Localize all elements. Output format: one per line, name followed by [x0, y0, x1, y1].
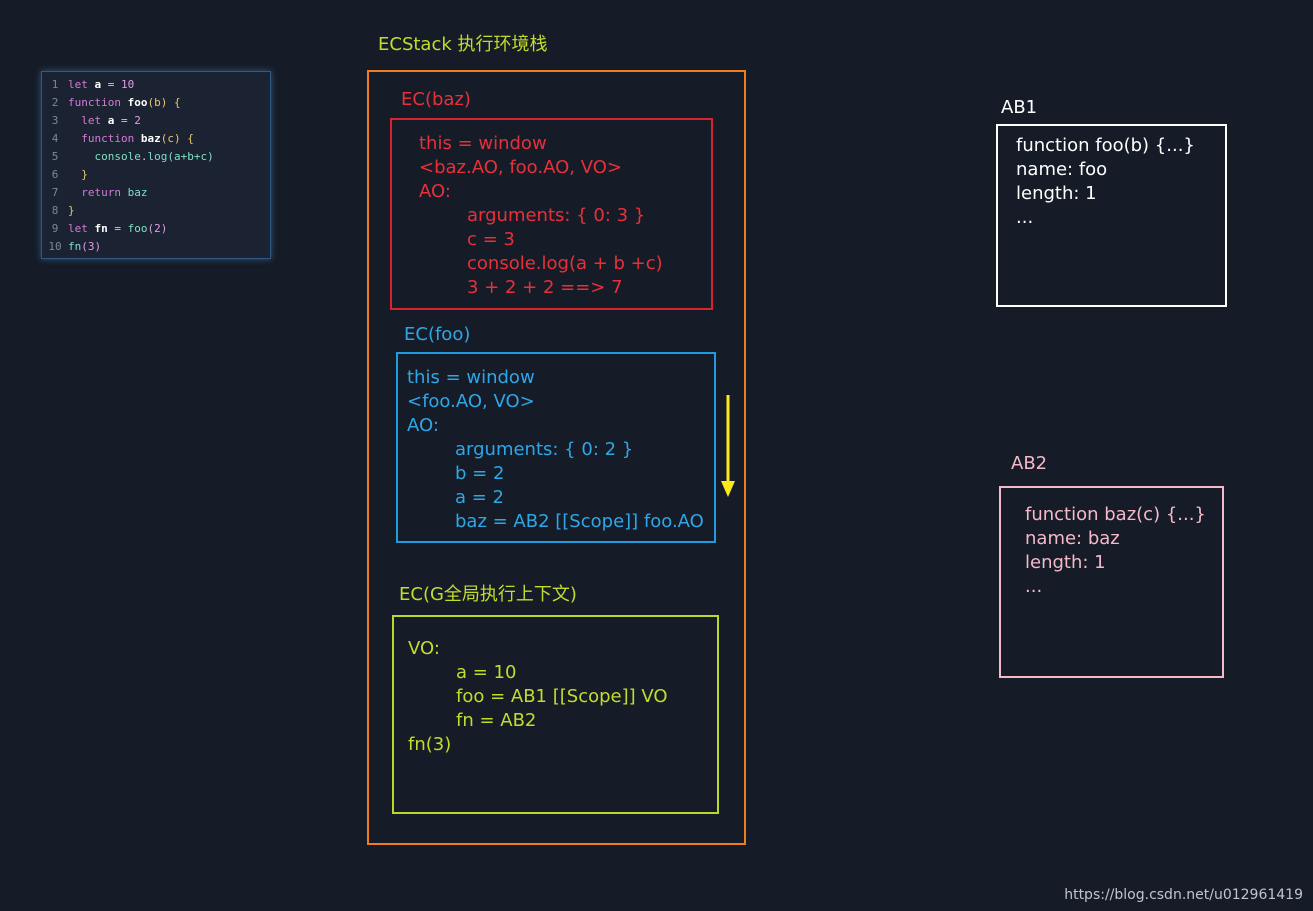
watermark-url: https://blog.csdn.net/u012961419 — [1064, 887, 1303, 903]
code-line: 6 } — [42, 166, 270, 184]
ec-baz-line: c = 3 — [467, 229, 515, 250]
code-token: console — [68, 150, 141, 163]
code-token: let — [68, 222, 95, 235]
code-line: 1 let a = 10 — [42, 76, 270, 94]
code-token: . — [140, 150, 148, 163]
ec-foo-title: EC(foo) — [404, 324, 471, 345]
code-token: let — [68, 114, 108, 127]
line-number: 8 — [51, 204, 59, 217]
ec-global-line: fn = AB2 — [456, 710, 537, 731]
ab1-line: length: 1 — [1016, 183, 1097, 204]
code-token: { — [187, 132, 194, 145]
ab2-line: length: 1 — [1025, 552, 1106, 573]
ab1-line: function foo(b) {...} — [1016, 135, 1195, 156]
code-line: 7 return baz — [42, 184, 270, 202]
code-token: foo — [127, 222, 148, 235]
ab2-line: function baz(c) {...} — [1025, 504, 1206, 525]
code-line: 3 let a = 2 — [42, 112, 270, 130]
ab1-line: ... — [1016, 207, 1034, 228]
line-number: 9 — [51, 222, 59, 235]
code-line: 5 console.log(a+b+c) — [42, 148, 270, 166]
ec-baz-line: 3 + 2 + 2 ==> 7 — [467, 277, 623, 298]
code-line: 2 function foo(b) { — [42, 94, 270, 112]
ab1-title: AB1 — [1001, 97, 1038, 118]
ab2-box: function baz(c) {...} name: baz length: … — [999, 486, 1224, 678]
ec-global-line: fn(3) — [408, 734, 452, 755]
ec-global-line: VO: — [408, 638, 440, 659]
code-token: a — [94, 78, 102, 91]
ec-baz-line: <baz.AO, foo.AO, VO> — [419, 157, 622, 178]
ec-baz-box: this = window <baz.AO, foo.AO, VO> AO: a… — [390, 118, 713, 310]
ec-foo-line: <foo.AO, VO> — [407, 391, 535, 412]
code-line: 9 let fn = foo(2) — [42, 220, 270, 238]
code-token: function — [68, 132, 141, 145]
ec-baz-title: EC(baz) — [401, 89, 471, 110]
code-token: (b) — [147, 96, 174, 109]
code-token: 10 — [121, 78, 135, 91]
ec-global-line: foo = AB1 [[Scope]] VO — [456, 686, 668, 707]
ec-baz-line: arguments: { 0: 3 } — [467, 205, 646, 226]
code-token: a — [107, 114, 115, 127]
code-token: (a+b+c) — [167, 150, 214, 163]
code-token: } — [68, 204, 75, 217]
ec-baz-line: this = window — [419, 133, 547, 154]
ec-global-title: EC(G全局执行上下文) — [399, 584, 577, 605]
ab2-title: AB2 — [1011, 453, 1048, 474]
ec-global-line: a = 10 — [456, 662, 517, 683]
line-number: 1 — [51, 78, 59, 91]
ec-foo-box: this = window <foo.AO, VO> AO: arguments… — [396, 352, 716, 543]
down-arrow-icon — [721, 395, 735, 497]
ec-foo-line: b = 2 — [455, 463, 505, 484]
ab1-box: function foo(b) {...} name: foo length: … — [996, 124, 1227, 307]
ec-baz-line: console.log(a + b +c) — [467, 253, 663, 274]
line-number: 6 — [51, 168, 59, 181]
line-number: 10 — [48, 240, 62, 253]
ab2-line: ... — [1025, 576, 1043, 597]
ecstack-frame — [367, 70, 746, 845]
code-token: } — [68, 168, 88, 181]
line-number: 3 — [51, 114, 59, 127]
ec-foo-line: a = 2 — [455, 487, 505, 508]
code-token: let — [68, 78, 95, 91]
line-number: 2 — [51, 96, 59, 109]
ec-foo-line: this = window — [407, 367, 535, 388]
code-token: function — [68, 96, 128, 109]
code-token: fn — [68, 240, 82, 253]
ec-foo-line: arguments: { 0: 2 } — [455, 439, 634, 460]
line-number: 5 — [51, 150, 59, 163]
line-number: 7 — [51, 186, 59, 199]
line-number: 4 — [51, 132, 59, 145]
ec-global-box: VO: a = 10 foo = AB1 [[Scope]] VO fn = A… — [392, 615, 719, 814]
ec-baz-line: AO: — [419, 181, 451, 202]
code-token: = — [107, 222, 128, 235]
ec-foo-line: AO: — [407, 415, 439, 436]
code-token: 2 — [134, 114, 141, 127]
code-token: baz — [127, 186, 148, 199]
code-line: 10 fn(3) — [42, 238, 270, 256]
ec-foo-line: baz = AB2 [[Scope]] foo.AO — [455, 511, 704, 532]
code-token: fn — [94, 222, 108, 235]
code-line: 4 function baz(c) { — [42, 130, 270, 148]
code-token: (c) — [160, 132, 188, 145]
code-token: baz — [140, 132, 161, 145]
code-token: return — [68, 186, 128, 199]
code-token: = — [101, 78, 121, 91]
code-token: (2) — [147, 222, 168, 235]
code-token: = — [114, 114, 135, 127]
ab2-line: name: baz — [1025, 528, 1120, 549]
code-line: 8} — [42, 202, 270, 220]
code-token: { — [173, 96, 181, 109]
ab1-line: name: foo — [1016, 159, 1108, 180]
code-token: (3) — [81, 240, 102, 253]
code-token: log — [147, 150, 168, 163]
ecstack-title: ECStack 执行环境栈 — [378, 34, 548, 55]
code-token: foo — [127, 96, 148, 109]
